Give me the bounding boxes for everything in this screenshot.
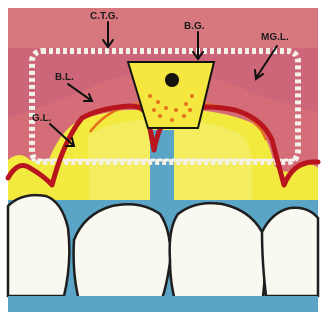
- tooth-right-central: [170, 203, 265, 304]
- label-mgl: MG.L.: [261, 32, 289, 43]
- label-bl: B.L.: [55, 72, 74, 83]
- label-bg: B.G.: [184, 21, 205, 32]
- tooth-far-right: [262, 208, 318, 296]
- label-ctg: C.T.G.: [90, 11, 119, 22]
- tooth-left-central: [74, 204, 171, 304]
- tooth-far-left: [8, 195, 69, 296]
- label-gl: G.L.: [32, 113, 52, 124]
- bottom-strip: [8, 296, 318, 312]
- graft-center-dot: [165, 73, 179, 87]
